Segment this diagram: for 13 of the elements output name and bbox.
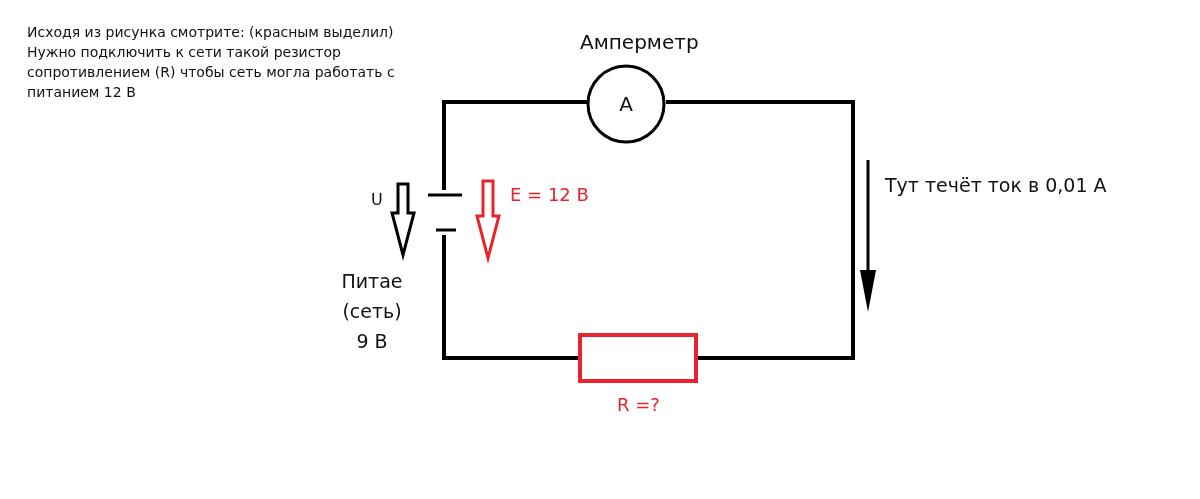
wire bbox=[442, 100, 588, 190]
component-label: R =? bbox=[617, 394, 660, 415]
component-label: Амперметр bbox=[580, 30, 699, 54]
current-label: Тут течёт ток в 0,01 А bbox=[885, 174, 1107, 196]
meter-letter: A bbox=[619, 92, 633, 116]
supply-label: Питае (сеть) 9 В bbox=[340, 269, 404, 354]
voltage-label: U bbox=[371, 190, 383, 209]
resistor-symbol bbox=[578, 333, 698, 383]
wire bbox=[442, 235, 578, 360]
emf-label: E = 12 В bbox=[510, 184, 589, 205]
ammeter-symbol bbox=[586, 64, 666, 144]
wire bbox=[666, 100, 855, 360]
instruction-text: Исходя из рисунка смотрите: (красным выделил) Нужно подключить к сети такой резистор сопротивлением (R) чтобы сеть могла работать с питанием 12 В bbox=[27, 23, 396, 102]
